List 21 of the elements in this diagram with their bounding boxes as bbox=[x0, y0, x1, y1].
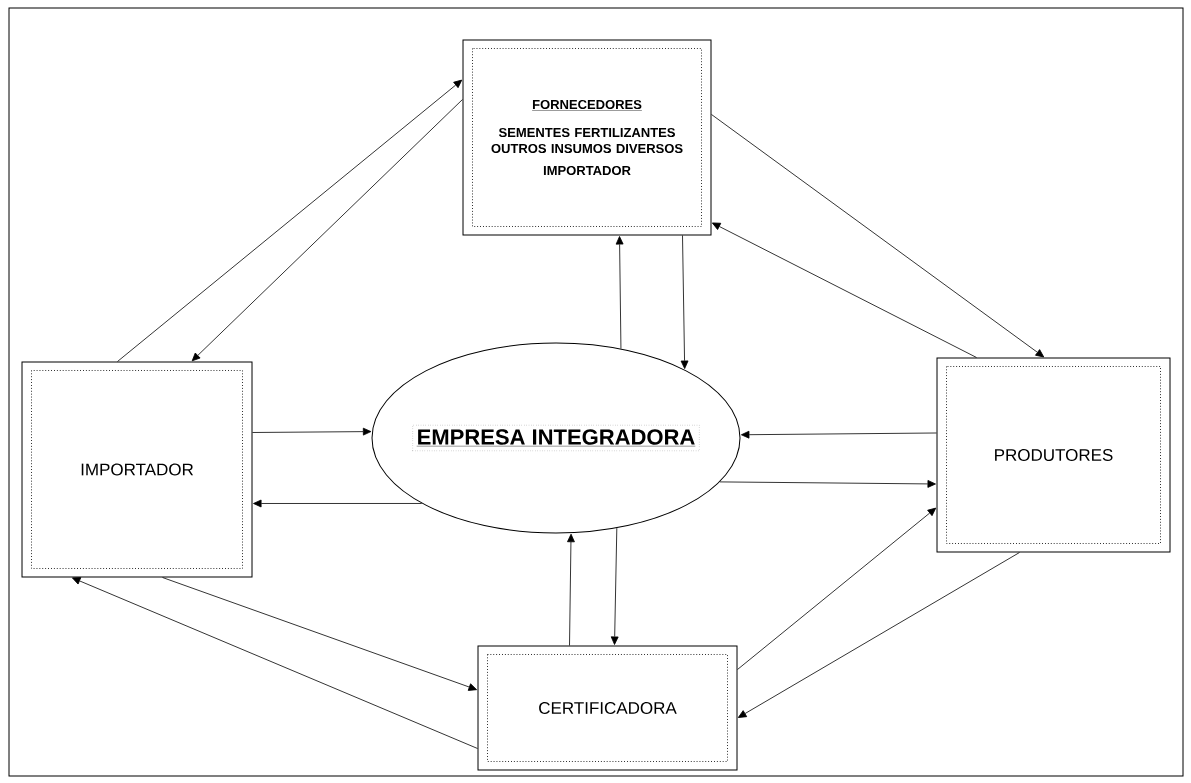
arrow bbox=[741, 430, 937, 439]
arrow bbox=[719, 480, 936, 488]
arrow bbox=[680, 235, 689, 369]
arrow bbox=[615, 236, 624, 349]
arrow bbox=[737, 552, 1020, 718]
arrow bbox=[711, 114, 1045, 358]
process-box: PRODUTORES bbox=[936, 357, 1171, 553]
arrow bbox=[610, 527, 619, 645]
process-box: CERTIFICADORA bbox=[477, 645, 738, 771]
arrow bbox=[253, 499, 423, 508]
process-box: FORNECEDORES SEMENTES FERTILIZANTES OUTROS INSUMOS DIVERSOS IMPORTADOR bbox=[462, 39, 712, 236]
arrow bbox=[72, 577, 478, 749]
arrow bbox=[191, 99, 463, 362]
arrow bbox=[252, 427, 372, 436]
arrow bbox=[737, 507, 937, 670]
arrow bbox=[712, 222, 977, 358]
arrow bbox=[162, 577, 477, 691]
ellipse-node: EMPRESA INTEGRADORA bbox=[371, 342, 741, 534]
process-box: IMPORTADOR bbox=[21, 361, 253, 578]
arrow bbox=[567, 533, 575, 646]
arrow bbox=[117, 79, 463, 362]
